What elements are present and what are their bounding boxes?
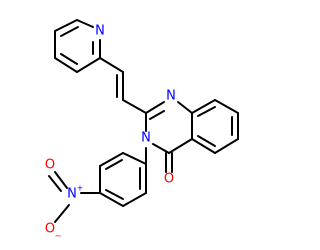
bond-py-c4-c5 (54, 57, 78, 73)
pyridine-nitrogen-label: N (95, 24, 105, 39)
bond-py-vinyl (99, 57, 124, 73)
ring-n1-label: N (166, 89, 176, 104)
bond-n1-c8a (177, 101, 193, 114)
bond-benzo-double-3 (197, 135, 216, 147)
bond-c8a-c8 (191, 99, 216, 114)
bond-c4a-c4 (168, 138, 193, 154)
bond-aryl-double-2 (105, 189, 124, 200)
structure-diagram: N N N O N + O O − (45, 19, 239, 241)
bond-nitro-o-top (54, 171, 68, 189)
nitro-oxygen-bottom-label: O (45, 222, 55, 237)
bond-py-n-c2 (76, 19, 94, 28)
bond-nitro-o-bottom (54, 204, 70, 223)
bond-c5-c4a (191, 138, 216, 154)
bonds (48, 19, 239, 223)
bond-py-c2-c3 (54, 19, 78, 32)
bond-aryl-4 (99, 192, 124, 207)
bond-c2-n1 (145, 101, 165, 114)
bond-py-double-2 (60, 53, 78, 65)
bond-aryl-1 (122, 152, 147, 165)
bond-c6-c5 (214, 138, 239, 154)
bond-aryl-2 (99, 152, 124, 167)
bond-nitro-o-top-double (48, 175, 62, 192)
bond-aryl-double-1 (105, 159, 123, 170)
atom-labels: N N N O N + O O − (45, 24, 176, 241)
bond-py-double-1 (60, 26, 79, 37)
bond-c4-n3 (152, 143, 170, 154)
bond-py-c5-c6 (76, 57, 101, 73)
nitro-oxygen-top-label: O (45, 158, 55, 173)
ring-n3-label: N (141, 131, 151, 146)
bond-c2-n1-double (149, 110, 165, 120)
bond-benzo-double-1 (197, 106, 216, 117)
nitro-plus-charge: + (77, 184, 84, 193)
bond-vinyl-c2 (122, 99, 147, 114)
bond-aryl-5 (122, 192, 147, 207)
carbonyl-oxygen-label: O (164, 172, 174, 187)
nitro-nitrogen-label: N (67, 187, 77, 202)
nitro-minus-charge: − (55, 232, 62, 241)
bond-c8-c7 (214, 99, 239, 114)
